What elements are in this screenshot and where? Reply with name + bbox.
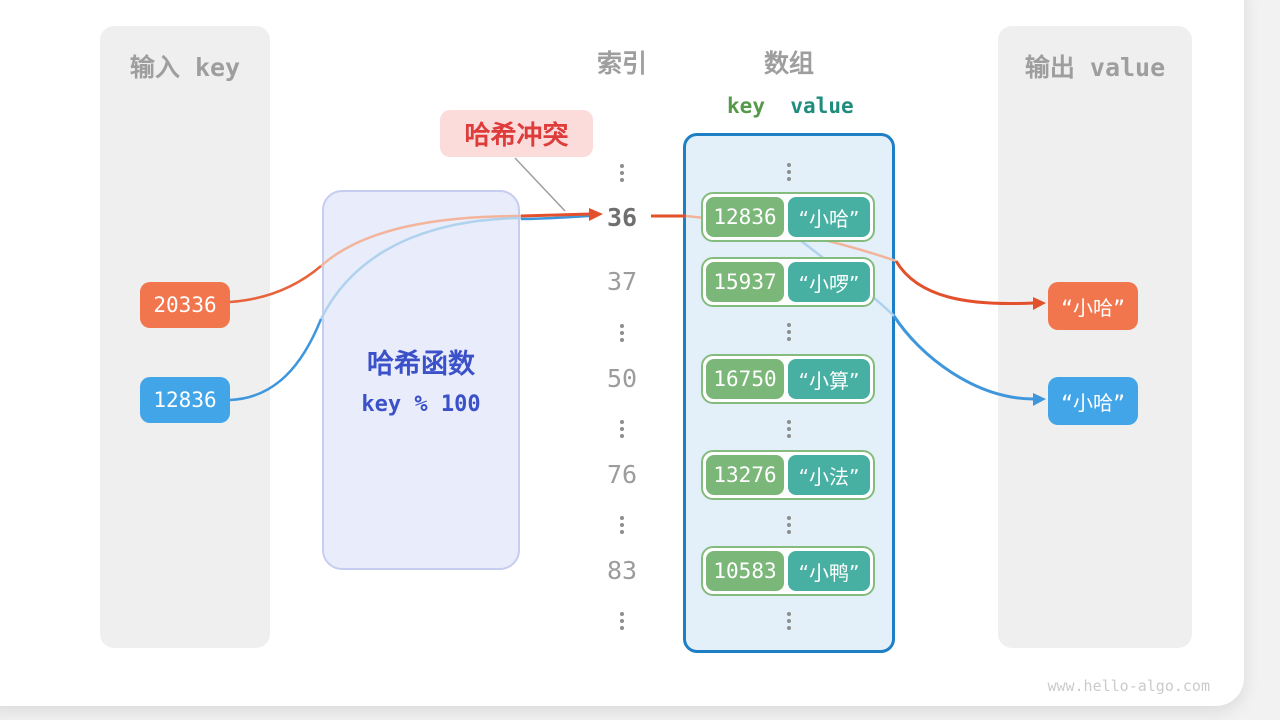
hash-collision-badge: 哈希冲突 xyxy=(440,110,593,157)
hash-function-formula: key % 100 xyxy=(361,392,481,417)
array-title: 数组 xyxy=(763,49,814,78)
array-container xyxy=(683,133,895,653)
array-key-header: key xyxy=(727,94,765,118)
array-value-header: value xyxy=(790,94,854,118)
index-column-title: 索引 xyxy=(596,49,647,78)
input-panel-title: 输入 key xyxy=(129,53,241,82)
hash-function-box: 哈希函数 key % 100 xyxy=(322,190,520,570)
watermark: www.hello-algo.com xyxy=(1047,677,1210,695)
input-panel: 输入 key xyxy=(100,26,270,648)
output-panel-title: 输出 value xyxy=(1024,53,1166,82)
output-panel: 输出 value xyxy=(998,26,1192,648)
hash-function-title: 哈希函数 xyxy=(367,349,475,380)
